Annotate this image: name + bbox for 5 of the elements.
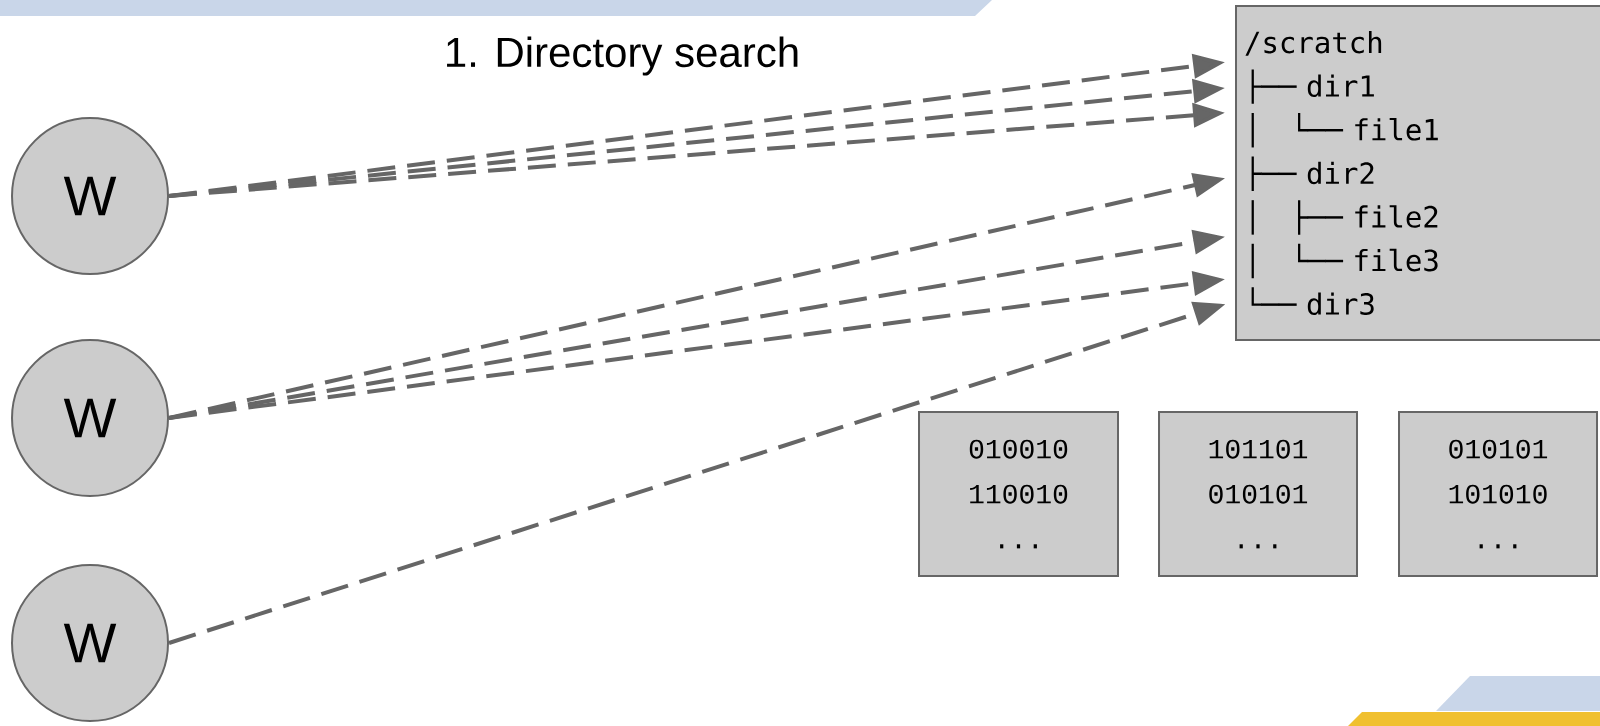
- data-block-box: 101101 010101 ...: [1158, 411, 1358, 577]
- heading-label: 1. Directory search: [447, 36, 798, 76]
- data-block-box: 010010 110010 ...: [918, 411, 1119, 577]
- data-block-box: 010101 101010 ...: [1398, 411, 1598, 577]
- directory-tree-box: /scratch ├── dir1 │ └── file1 ├── dir2 │ ├── file2 │ └── file3 └── dir3: [1235, 5, 1600, 341]
